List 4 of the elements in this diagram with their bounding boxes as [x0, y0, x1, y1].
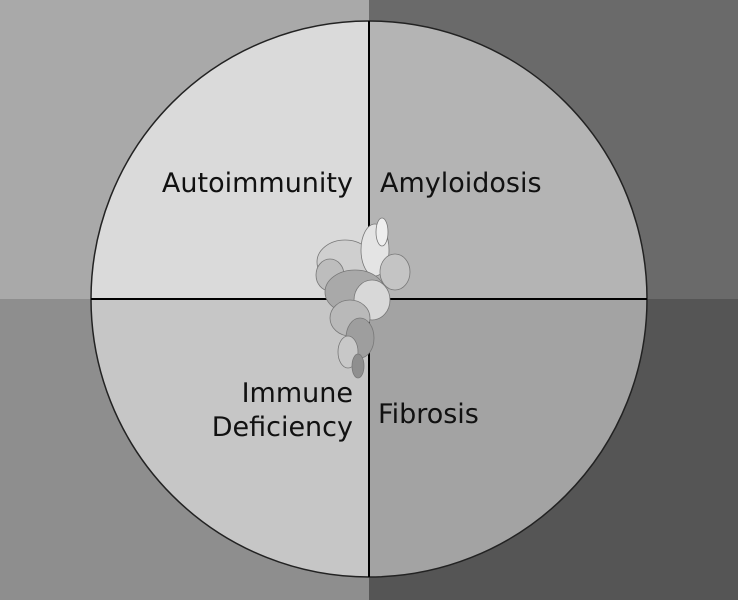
- quadrant-label: Autoimmunity: [162, 167, 353, 201]
- quadrant-label: Immune Deficiency: [210, 377, 353, 445]
- quadrant-label: Fibrosis: [378, 398, 479, 432]
- quadrant-label: Amyloidosis: [380, 167, 542, 201]
